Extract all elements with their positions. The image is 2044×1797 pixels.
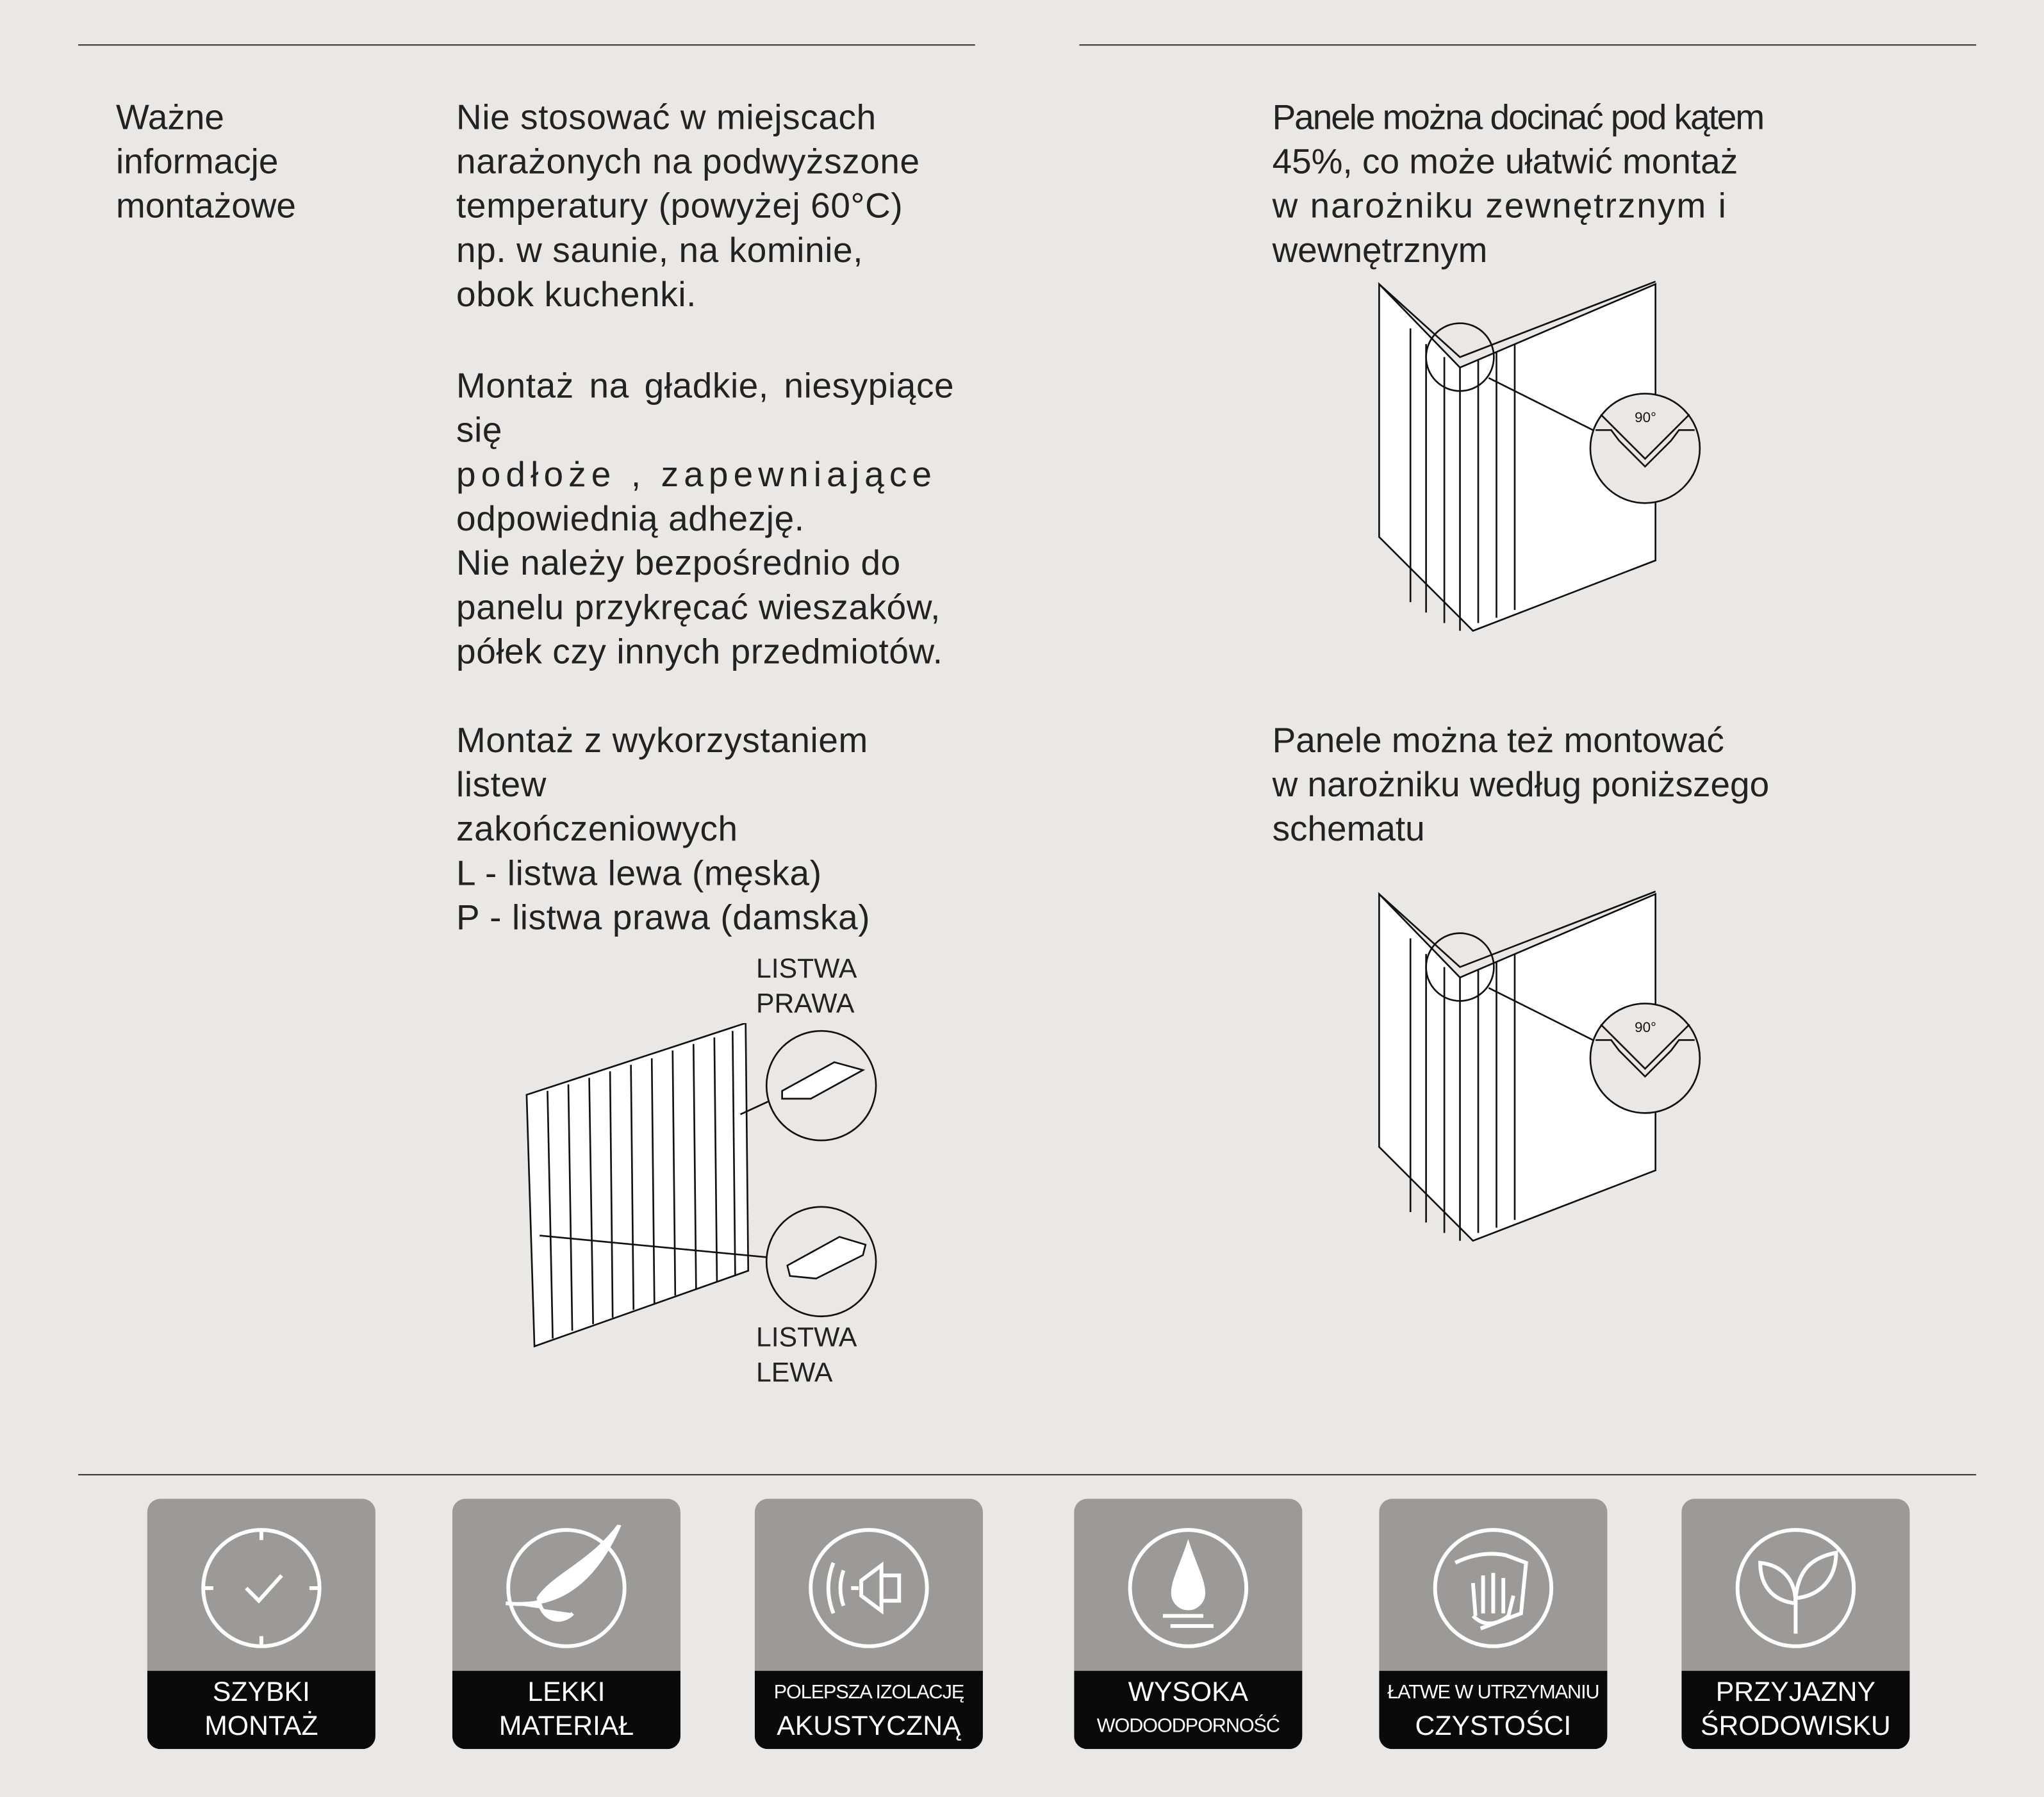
feather-icon <box>505 1525 627 1648</box>
text-line: POLEPSZA IZOLACJĘ <box>773 1681 964 1703</box>
text-line: CZYSTOŚCI <box>1415 1711 1572 1741</box>
text-line: odpowiednią adhezję. <box>456 499 805 539</box>
text-line: SZYBKI <box>212 1677 310 1708</box>
paragraph-cutting-angle: Panele można docinać pod kątem 45%, co mo… <box>1273 95 1781 273</box>
text-line: Montaż na gładkie, niesypiące się <box>456 366 955 450</box>
text-line: np. w saunie, na kominie, <box>456 231 864 270</box>
corner-diagram-inner: 90° <box>1378 890 1701 1242</box>
feature-acoustic: POLEPSZA IZOLACJĘ AKUSTYCZNĄ <box>754 1498 983 1750</box>
text-line: AKUSTYCZNĄ <box>777 1711 961 1741</box>
feature-label: ŁATWE W UTRZYMANIU CZYSTOŚCI <box>1379 1671 1608 1750</box>
divider <box>1079 44 1977 46</box>
text-line: Montaż z wykorzystaniem listew <box>456 721 868 805</box>
angle-label: 90° <box>1635 409 1656 425</box>
clock-icon <box>201 1528 322 1648</box>
feature-label: POLEPSZA IZOLACJĘ AKUSTYCZNĄ <box>754 1671 983 1750</box>
text-line: narażonych na podwyższone <box>456 142 920 181</box>
text-line: półek czy innych przedmiotów. <box>456 632 943 671</box>
text-line: Nie stosować w miejscach <box>456 97 877 137</box>
feature-easy-clean: ŁATWE W UTRZYMANIU CZYSTOŚCI <box>1379 1498 1608 1750</box>
text-line: MONTAŻ <box>204 1711 318 1741</box>
text-line: LEKKI <box>527 1677 606 1708</box>
text-line: PRZYJAZNY <box>1715 1677 1875 1708</box>
text-line: zakończeniowych <box>456 809 738 849</box>
section-heading: Ważne informacje montażowe <box>116 95 296 229</box>
corner-diagram-45: 90° <box>1378 281 1701 632</box>
heading-line: montażowe <box>116 186 296 226</box>
heading-line: Ważne <box>116 97 224 137</box>
text-line: w narożniku według poniższego <box>1272 765 1770 805</box>
text-line: MATERIAŁ <box>499 1711 634 1741</box>
text-line: Panele można docinać pod kątem <box>1272 97 1765 137</box>
heading-line: informacje <box>116 142 279 181</box>
water-drop-icon <box>1128 1528 1249 1648</box>
panel-strips-diagram <box>525 1023 877 1348</box>
text-line: P - listwa prawa (damska) <box>456 898 871 937</box>
text-line: LISTWA <box>755 1322 857 1353</box>
text-line: 45%, co może ułatwić montaż <box>1272 142 1738 181</box>
text-line: ŁATWE W UTRZYMANIU <box>1387 1681 1599 1703</box>
feature-label: WYSOKA WODOODPORNOŚĆ <box>1074 1671 1303 1750</box>
text-line: Panele można też montować <box>1272 721 1724 760</box>
feature-waterproof: WYSOKA WODOODPORNOŚĆ <box>1074 1498 1303 1750</box>
paragraph-corner-mounting: Panele można też montować w narożniku wed… <box>1273 718 1781 851</box>
text-line: podłoże , zapewniające <box>456 455 937 495</box>
text-line: Nie należy bezpośrednio do <box>456 543 901 583</box>
text-line: WYSOKA <box>1128 1677 1249 1708</box>
text-line: panelu przykręcać wieszaków, <box>456 587 941 627</box>
angle-label: 90° <box>1635 1019 1656 1035</box>
text-line: w narożniku zewnętrznym i <box>1272 186 1727 226</box>
text-line: PRAWA <box>755 989 855 1019</box>
text-line: obok kuchenki. <box>456 275 697 315</box>
label-right-strip: LISTWA PRAWA <box>756 951 857 1022</box>
divider <box>78 1473 1977 1475</box>
text-line: schematu <box>1272 809 1425 849</box>
label-left-strip: LISTWA LEWA <box>756 1320 857 1391</box>
paragraph-surface: Montaż na gładkie, niesypiące się podłoże… <box>456 364 954 541</box>
paragraph-temperature: Nie stosować w miejscach narażonych na po… <box>456 95 954 317</box>
text-line: wewnętrznym <box>1272 231 1488 270</box>
megaphone-icon <box>809 1528 929 1648</box>
leaf-icon <box>1735 1528 1856 1648</box>
text-line: WODOODPORNOŚĆ <box>1096 1715 1280 1737</box>
hand-wipe-icon <box>1433 1528 1554 1648</box>
text-line: temperatury (powyżej 60°C) <box>456 186 903 226</box>
divider <box>78 44 975 46</box>
text-line: LISTWA <box>755 954 857 984</box>
text-line: ŚRODOWISKU <box>1701 1711 1891 1741</box>
text-line: L - listwa lewa (męska) <box>456 853 822 893</box>
text-line: LEWA <box>755 1358 833 1388</box>
